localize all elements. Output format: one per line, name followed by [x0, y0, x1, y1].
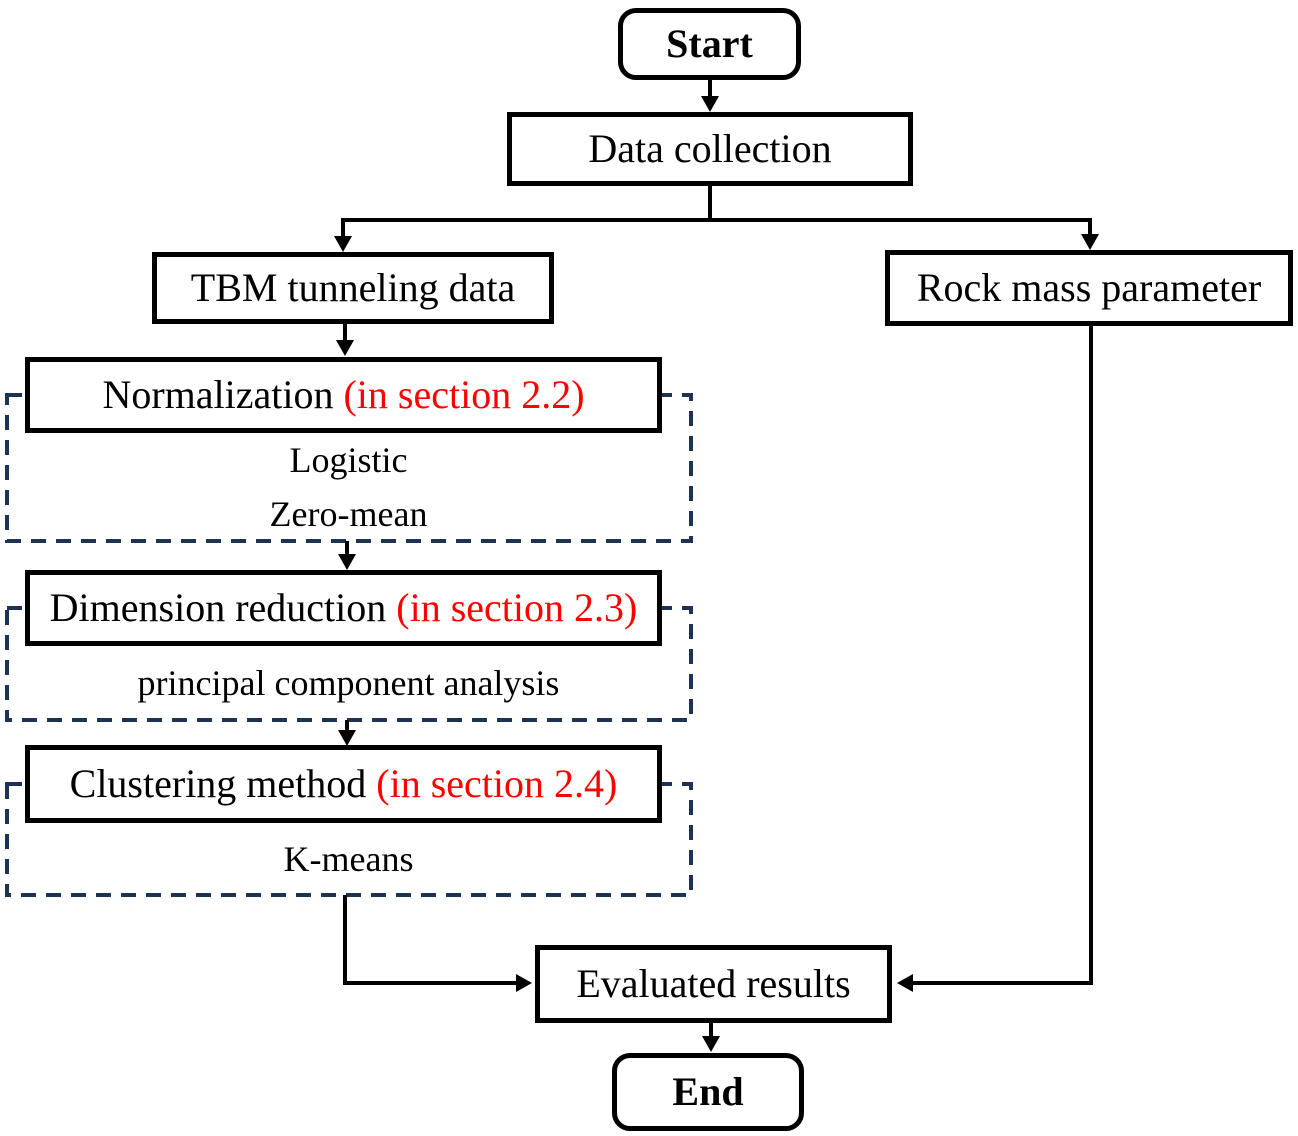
arrowhead-normalization	[336, 340, 354, 356]
node-evaluated-results-label: Evaluated results	[576, 961, 851, 1006]
method-logistic: Logistic	[289, 440, 408, 480]
arrowhead-tbm	[334, 236, 352, 252]
arrowhead-dimreduction	[338, 554, 356, 570]
dashed-group-normalization	[5, 393, 693, 543]
methods-dimension-reduction: principal component analysis	[5, 646, 692, 720]
node-start: Start	[618, 8, 801, 80]
node-rock-mass: Rock mass parameter	[885, 250, 1293, 326]
arrowhead-end	[702, 1036, 720, 1052]
method-pca: principal component analysis	[137, 663, 560, 703]
node-clustering: Clustering method (in section 2.4)	[25, 745, 662, 823]
node-end-label: End	[672, 1069, 744, 1114]
method-kmeans: K-means	[283, 839, 414, 879]
node-normalization-section-ref: (in section 2.2)	[343, 372, 585, 417]
node-start-label: Start	[666, 21, 753, 66]
node-normalization-label: Normalization	[102, 372, 334, 417]
node-dimension-reduction-label: Dimension reduction	[49, 585, 387, 630]
edge-clustering-evaluated	[343, 895, 517, 985]
arrowhead-evaluated-right	[897, 974, 913, 992]
node-clustering-section-ref: (in section 2.4)	[376, 761, 618, 806]
node-dimension-reduction-section-ref: (in section 2.3)	[396, 585, 638, 630]
node-rock-mass-label: Rock mass parameter	[916, 265, 1262, 310]
node-tbm-data-label: TBM tunneling data	[190, 265, 516, 310]
node-data-collection: Data collection	[507, 112, 913, 186]
node-clustering-label: Clustering method	[69, 761, 367, 806]
arrowhead-datacollection	[701, 96, 719, 112]
node-end: End	[612, 1053, 804, 1131]
dashed-group-clustering	[5, 782, 693, 897]
methods-normalization: Logistic Zero-mean	[5, 433, 692, 541]
node-dimension-reduction: Dimension reduction (in section 2.3)	[25, 570, 662, 646]
methods-clustering: K-means	[5, 823, 692, 895]
arrowhead-clustering	[338, 730, 356, 746]
node-tbm-data: TBM tunneling data	[152, 252, 554, 324]
edge-rockmass-evaluated	[912, 325, 1093, 985]
node-evaluated-results: Evaluated results	[535, 945, 892, 1023]
node-normalization: Normalization (in section 2.2)	[25, 357, 662, 433]
arrowhead-rockmass	[1081, 234, 1099, 250]
node-data-collection-label: Data collection	[588, 126, 832, 171]
method-zero-mean: Zero-mean	[269, 494, 428, 534]
arrowhead-evaluated-left	[516, 974, 532, 992]
